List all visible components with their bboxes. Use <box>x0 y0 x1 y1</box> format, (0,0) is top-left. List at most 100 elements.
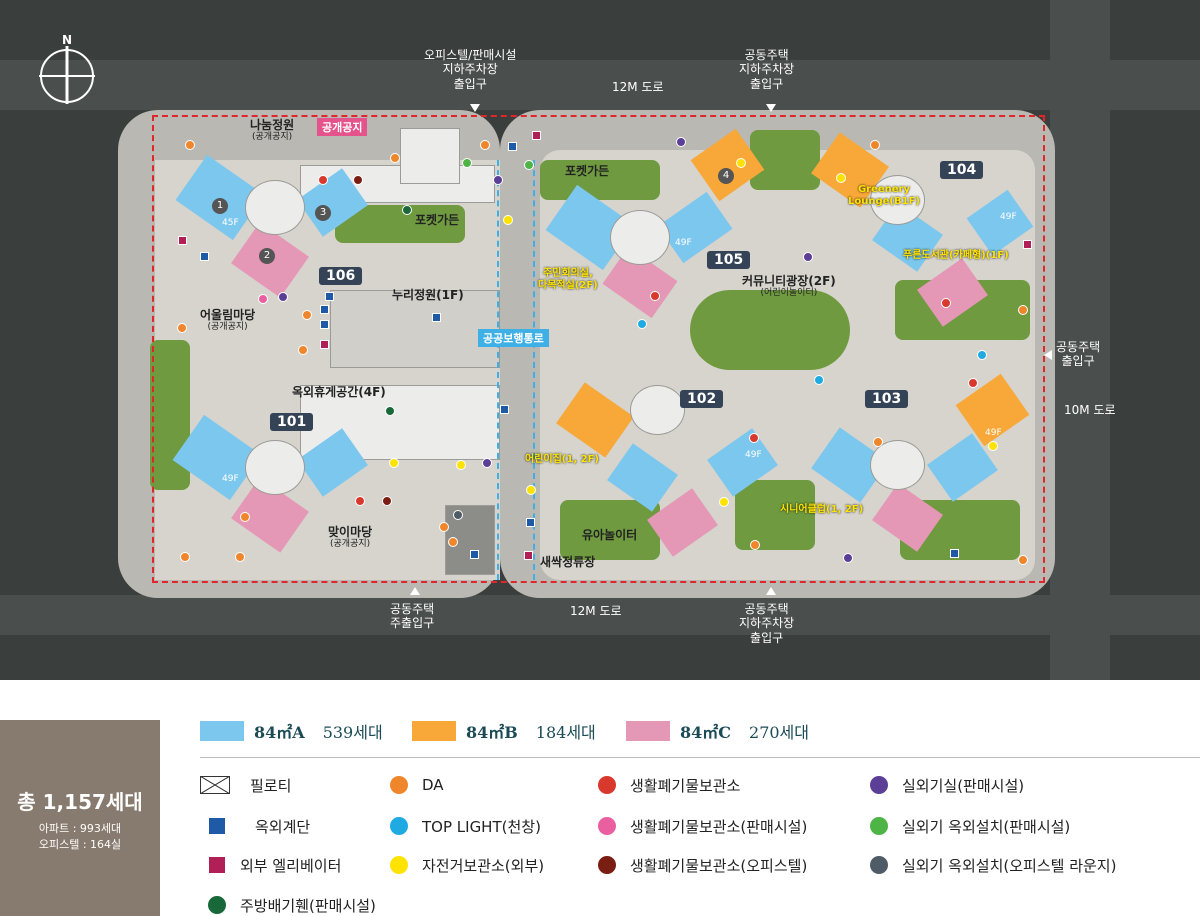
waste-office-marker <box>382 496 392 506</box>
bike-storage-icon <box>390 856 408 874</box>
road-top <box>0 60 1200 110</box>
elevator-marker <box>1023 240 1032 249</box>
outdoor-retail-marker <box>803 252 813 262</box>
legend-piloti-label: 필로티 <box>250 776 292 795</box>
legend-kitchen-label: 주방배기휀(판매시설) <box>240 896 376 915</box>
legend-bike-label: 자전거보관소(외부) <box>422 856 545 875</box>
da-marker <box>873 437 883 447</box>
label-eoullim: 어울림마당(공개공지) <box>200 308 256 333</box>
waste-marker <box>968 378 978 388</box>
entrance-arrow-4 <box>410 587 420 595</box>
green-8 <box>690 290 850 370</box>
stair-marker <box>500 405 509 414</box>
entrance-officetel-parking: 오피스텔/판매시설 지하주차장 출입구 <box>424 48 517 91</box>
entrance-apt-parking-top: 공동주택 지하주차장 출입구 <box>739 48 795 91</box>
apartment-count: 아파트 : 993세대 <box>38 822 122 835</box>
line-4-marker: 4 <box>718 168 734 184</box>
stair-marker <box>508 142 517 151</box>
unit-a-swatch <box>200 721 244 741</box>
unit-b-swatch <box>412 721 456 741</box>
unit-type-a: 84㎡A 539세대 <box>200 720 383 742</box>
outdoor-stair-icon <box>209 818 225 834</box>
tower-103-core <box>870 440 925 490</box>
green-6 <box>560 500 660 560</box>
dong-102: 102 <box>680 390 724 408</box>
toplight-icon <box>390 817 408 835</box>
da-marker <box>750 540 760 550</box>
da-marker <box>1018 305 1028 315</box>
toplight-marker <box>814 375 824 385</box>
legend-toplight-label: TOP LIGHT(천창) <box>422 817 541 836</box>
road-right <box>1050 0 1110 680</box>
waste-office-marker <box>353 175 363 185</box>
unit-a-count: 539세대 <box>322 723 383 742</box>
tower-104-core <box>870 175 925 225</box>
label-greenery-lounge: Greenery Lounge(B1F) <box>848 184 920 207</box>
toplight-marker <box>977 350 987 360</box>
outdoor-retail-marker <box>278 292 288 302</box>
floor-104-49f: 49F <box>1000 212 1017 222</box>
da-marker <box>298 345 308 355</box>
waste-marker <box>749 433 759 443</box>
bike-marker <box>456 460 466 470</box>
label-maji: 맞이마당(공개공지) <box>328 525 373 550</box>
public-walkway-tag: 공공보행통로 <box>478 329 549 347</box>
legend-da-label: DA <box>422 776 444 794</box>
bike-marker <box>836 173 846 183</box>
entrance-arrow-5 <box>766 587 776 595</box>
label-library: 푸른도서관(카페형)(1F) <box>903 250 1009 261</box>
waste-marker <box>941 298 951 308</box>
site-map: N 12M 도로 12M 도로 10M 도로 오피스텔/판매시설 지하주차장 출… <box>0 0 1200 680</box>
outdoor-retail-marker <box>482 458 492 468</box>
waste-icon <box>598 776 616 794</box>
dong-104: 104 <box>940 161 984 179</box>
green-2 <box>540 160 660 200</box>
label-rooftop-rest: 옥외휴게공간(4F) <box>292 385 386 399</box>
bike-marker <box>719 497 729 507</box>
unit-b-name: 84㎡B <box>466 723 518 742</box>
unit-c-swatch <box>626 721 670 741</box>
legend-waste: 생활폐기물보관소 <box>598 774 740 796</box>
entrance-apt-right: 공동주택 출입구 <box>1056 340 1101 369</box>
legend-outdoor-retail: 실외기실(판매시설) <box>870 774 1024 796</box>
outdoor-retail-marker <box>843 553 853 563</box>
waste-marker <box>355 496 365 506</box>
piloti-icon <box>200 776 230 794</box>
elevator-marker <box>178 236 187 245</box>
legend-waste-retail-label: 생활폐기물보관소(판매시설) <box>630 817 808 836</box>
waste-office-icon <box>598 856 616 874</box>
entrance-arrow-2 <box>766 104 776 112</box>
da-marker <box>1018 555 1028 565</box>
bike-marker <box>389 458 399 468</box>
label-nanum-garden: 나눔정원(공개공지) <box>250 118 295 143</box>
unit-b-count: 184세대 <box>535 723 596 742</box>
legend-outdoor-office-label: 실외기 옥외설치(오피스텔 라운지) <box>902 856 1117 875</box>
green-3 <box>750 130 820 190</box>
floor-105-49f: 49F <box>675 238 692 248</box>
unit-c-name: 84㎡C <box>680 723 732 742</box>
label-senior-club: 시니어클럽(1, 2F) <box>780 504 864 515</box>
stair-marker <box>200 252 209 261</box>
label-community-plaza: 커뮤니티광장(2F)(어린이놀이터) <box>742 274 836 299</box>
dong-106: 106 <box>319 267 363 285</box>
waste-retail-marker <box>258 294 268 304</box>
site-boundary <box>152 115 1045 583</box>
bike-marker <box>988 441 998 451</box>
da-marker <box>180 552 190 562</box>
da-marker <box>185 140 195 150</box>
legend-elevator-label: 외부 엘리베이터 <box>240 856 342 875</box>
legend-outdoor-retail2-label: 실외기 옥외설치(판매시설) <box>902 817 1071 836</box>
dong-103: 103 <box>865 390 909 408</box>
road-label-right: 10M 도로 <box>1064 403 1116 417</box>
label-daycare: 어린이집(1, 2F) <box>525 454 599 465</box>
kitchen-fan-icon <box>208 896 226 914</box>
walkway-line-2 <box>533 160 535 580</box>
entrance-arrow-1 <box>470 104 480 112</box>
entrance-arrow-3 <box>1044 350 1052 360</box>
legend-waste-retail: 생활폐기물보관소(판매시설) <box>598 815 807 837</box>
public-space-tag: 공개공지 <box>317 118 368 136</box>
kitchen-marker <box>402 205 412 215</box>
elevator-marker <box>320 340 329 349</box>
stair-marker <box>320 320 329 329</box>
floor-101-49f: 49F <box>222 474 239 484</box>
